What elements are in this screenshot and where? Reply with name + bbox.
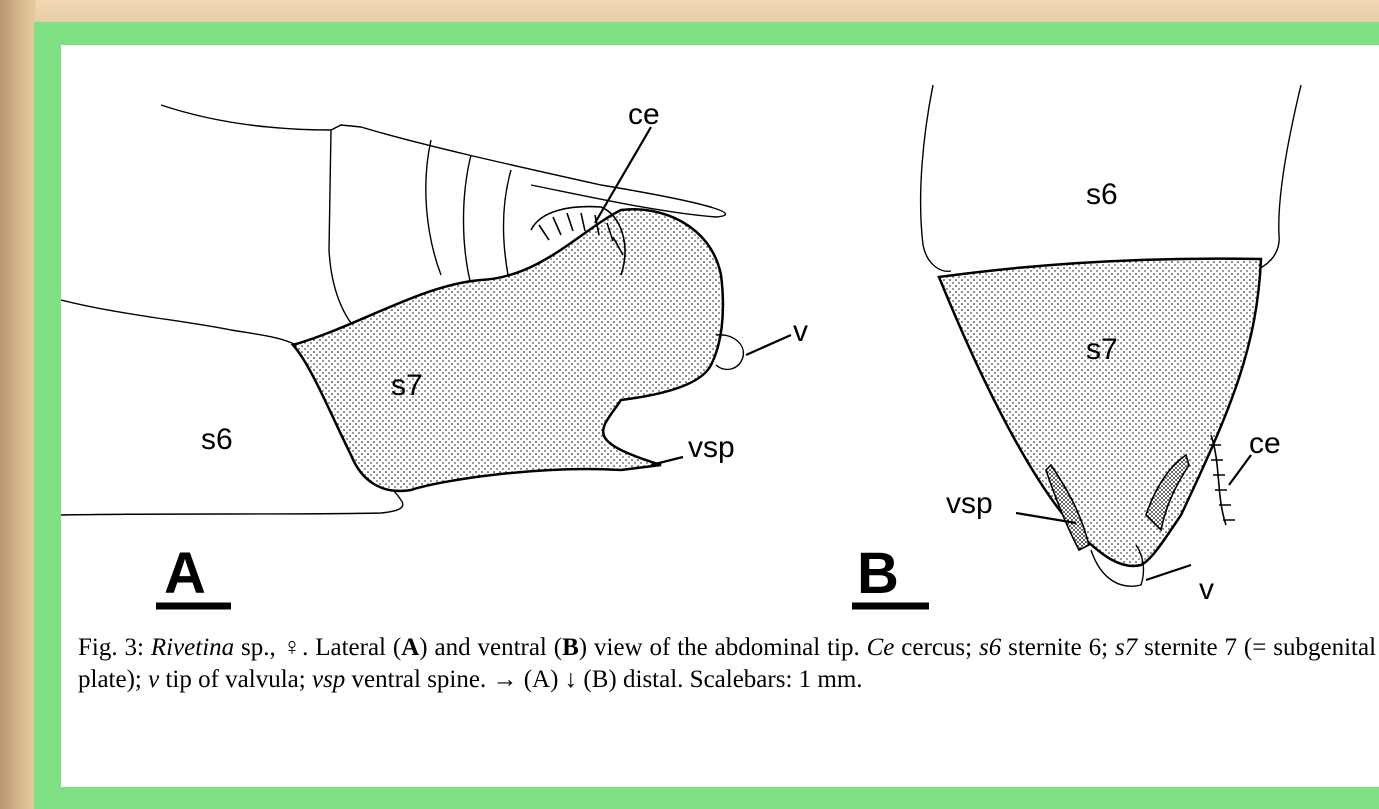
caption-text: ventral spine. → (A) ↓ (B) distal. Scale… (345, 666, 862, 693)
caption-text: cer­cus; (894, 634, 979, 661)
panel-b-drawing (852, 85, 1301, 606)
figure-caption: Fig. 3: Rivetina sp., ♀. Lateral (A) and… (78, 632, 1376, 696)
caption-text: sternite 6; (1001, 634, 1115, 661)
background-left (0, 0, 36, 809)
caption-abbr-s6: s6 (979, 634, 1001, 661)
label-v-a: v (793, 317, 808, 347)
leader-ce-b (1229, 455, 1251, 485)
panel-letter-b: B (857, 545, 899, 603)
leader-vsp-a (651, 457, 683, 465)
label-ce-a: ce (628, 100, 660, 130)
caption-fig-number: Fig. 3: (78, 634, 151, 661)
caption-genus: Rivetina (151, 634, 234, 661)
leader-v-a (746, 335, 791, 355)
caption-text: sp., ♀. Lateral ( (234, 634, 401, 661)
panel-a-drawing (61, 105, 791, 606)
label-vsp-a: vsp (688, 433, 735, 463)
panel-letter-a: A (164, 545, 206, 603)
caption-abbr-v: v (148, 666, 159, 693)
s7-plate-a (293, 209, 723, 491)
caption-text: ) and ventral ( (419, 634, 562, 661)
label-ce-b: ce (1249, 429, 1281, 459)
label-v-b: v (1199, 575, 1214, 605)
caption-abbr-vsp: vsp (312, 666, 345, 693)
caption-abbr-ce: Ce (867, 634, 895, 661)
caption-text: tip of valvula; (159, 666, 312, 693)
label-s6-b: s6 (1086, 180, 1118, 210)
cercus-b (1209, 435, 1235, 525)
caption-text: ) view of the abdominal tip. (579, 634, 867, 661)
label-s7-a: s7 (391, 371, 423, 401)
figure-panel: ce v s7 s6 vsp A s6 s7 ce vsp v B Fig. 3… (61, 45, 1379, 787)
caption-abbr-s7: s7 (1115, 634, 1137, 661)
label-s7-b: s7 (1086, 335, 1118, 365)
label-s6-a: s6 (201, 425, 233, 455)
caption-panel-b: B (562, 634, 579, 661)
leader-v-b (1146, 565, 1191, 580)
caption-panel-a: A (401, 634, 419, 661)
background-top (0, 0, 1379, 24)
label-vsp-b: vsp (946, 489, 993, 519)
